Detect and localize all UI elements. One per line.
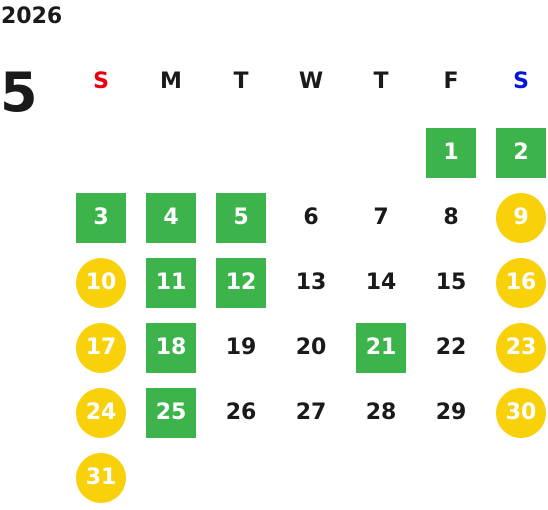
weekday-label: F <box>443 69 459 94</box>
calendar-day-cell[interactable]: 30 <box>486 380 548 445</box>
day-number: 12 <box>216 257 266 308</box>
day-number: 29 <box>435 400 467 425</box>
day-number: 22 <box>435 335 467 360</box>
day-number: 1 <box>426 127 476 178</box>
calendar-day-cell[interactable]: 31 <box>66 445 136 510</box>
calendar-day-cell[interactable]: 20 <box>276 315 346 380</box>
weekday-label: W <box>298 69 324 94</box>
calendar-day-cell[interactable]: 28 <box>346 380 416 445</box>
day-number: 10 <box>76 257 126 308</box>
calendar-day-cell[interactable]: 5 <box>206 185 276 250</box>
calendar-day-cell[interactable]: 25 <box>136 380 206 445</box>
day-number: 13 <box>295 270 327 295</box>
day-number: 21 <box>356 322 406 373</box>
calendar-day-cell[interactable]: 24 <box>66 380 136 445</box>
month-number: 5 <box>0 61 38 124</box>
calendar-day-cell[interactable]: 10 <box>66 250 136 315</box>
calendar-day-cell[interactable]: 23 <box>486 315 548 380</box>
calendar-day-cell[interactable]: 6 <box>276 185 346 250</box>
day-number: 15 <box>435 270 467 295</box>
day-number: 4 <box>146 192 196 243</box>
day-number: 7 <box>373 205 389 230</box>
day-number: 24 <box>76 387 126 438</box>
weekday-label: T <box>233 69 249 94</box>
day-number: 23 <box>496 322 546 373</box>
day-number: 5 <box>216 192 266 243</box>
calendar-day-cell[interactable]: 22 <box>416 315 486 380</box>
calendar-day-cell[interactable]: 18 <box>136 315 206 380</box>
day-number: 25 <box>146 387 196 438</box>
calendar-day-cell[interactable]: 9 <box>486 185 548 250</box>
calendar-day-cell[interactable]: 13 <box>276 250 346 315</box>
day-number: 17 <box>76 322 126 373</box>
day-number: 30 <box>496 387 546 438</box>
calendar-day-cell[interactable]: 15 <box>416 250 486 315</box>
calendar-day-cell[interactable]: 7 <box>346 185 416 250</box>
calendar-day-cell[interactable]: 29 <box>416 380 486 445</box>
calendar-day-cell[interactable]: 8 <box>416 185 486 250</box>
calendar-day-cell[interactable]: 11 <box>136 250 206 315</box>
day-number: 2 <box>496 127 546 178</box>
calendar-day-cell[interactable]: 19 <box>206 315 276 380</box>
weekday-label: S <box>93 69 109 94</box>
calendar-day-cell[interactable]: 4 <box>136 185 206 250</box>
day-number: 19 <box>225 335 257 360</box>
day-number: 11 <box>146 257 196 308</box>
day-number: 6 <box>303 205 319 230</box>
day-number: 27 <box>295 400 327 425</box>
calendar-day-cell[interactable]: 17 <box>66 315 136 380</box>
day-number: 18 <box>146 322 196 373</box>
day-number: 8 <box>443 205 459 230</box>
calendar-day-cell[interactable]: 14 <box>346 250 416 315</box>
day-number: 20 <box>295 335 327 360</box>
day-number: 31 <box>76 452 126 503</box>
calendar-day-cell[interactable]: 3 <box>66 185 136 250</box>
calendar-day-cell[interactable]: 26 <box>206 380 276 445</box>
calendar-day-cell[interactable]: 12 <box>206 250 276 315</box>
day-number: 3 <box>76 192 126 243</box>
day-number: 9 <box>496 192 546 243</box>
calendar-day-cell[interactable]: 16 <box>486 250 548 315</box>
day-number: 16 <box>496 257 546 308</box>
calendar-day-cell[interactable]: 1 <box>416 120 486 185</box>
weekday-label: M <box>160 69 182 94</box>
day-number: 26 <box>225 400 257 425</box>
day-number: 28 <box>365 400 397 425</box>
weekday-label: T <box>373 69 389 94</box>
calendar-day-cell[interactable]: 27 <box>276 380 346 445</box>
calendar-day-cell[interactable]: 2 <box>486 120 548 185</box>
calendar-day-cell[interactable]: 21 <box>346 315 416 380</box>
weekday-label: S <box>513 69 529 94</box>
day-number: 14 <box>365 270 397 295</box>
year-label: 2026 <box>1 4 63 29</box>
